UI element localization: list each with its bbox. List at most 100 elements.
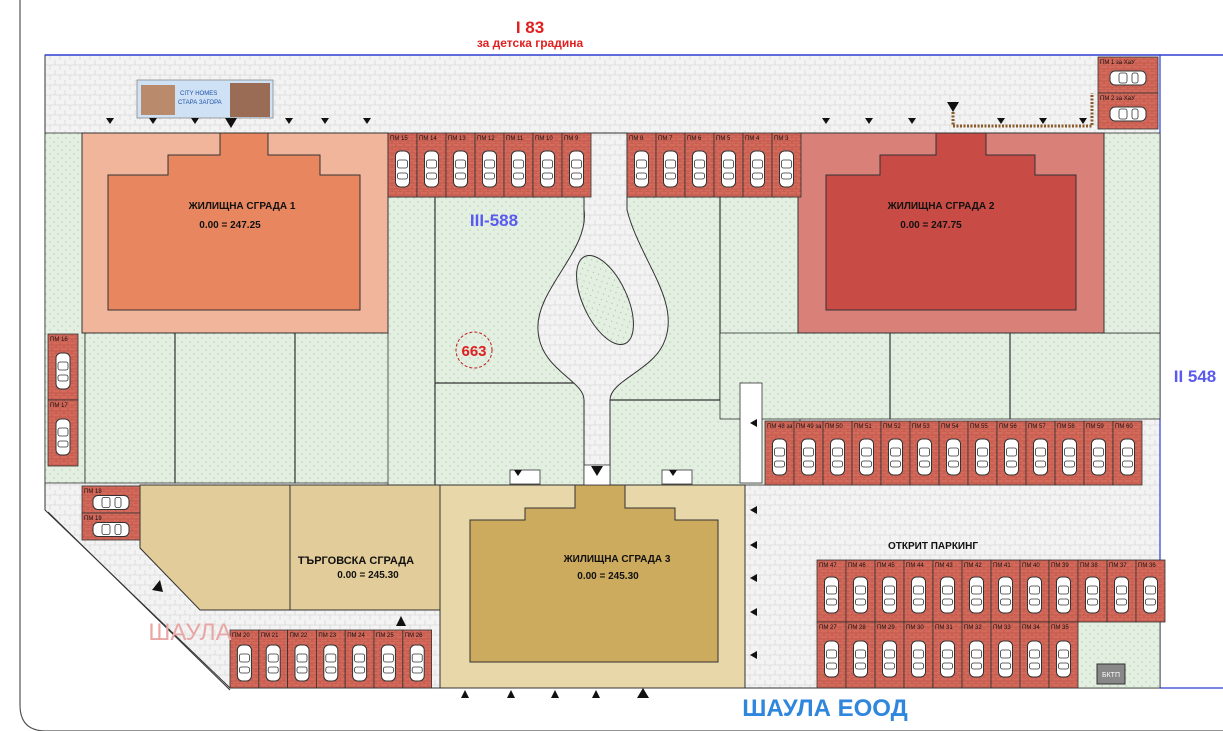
car-icon <box>801 438 816 476</box>
shop-level: 0.00 = 245.30 <box>337 570 399 581</box>
parking-space-label: ПМ 29 <box>877 625 895 631</box>
parking-space-label: ПМ 26 <box>405 633 423 639</box>
car-icon <box>859 438 874 476</box>
parking-space-label: ПМ 19 <box>84 516 102 522</box>
parking-space-label: ПМ 38 <box>1080 563 1098 569</box>
parking-space: ПМ 53 <box>909 420 940 486</box>
car-icon <box>55 352 71 390</box>
car-icon <box>380 644 396 682</box>
parking-space-label: ПМ 48 за <box>767 424 793 430</box>
parking-space-label: ПМ 11 <box>506 136 524 142</box>
parking-space: ПМ 41 <box>990 559 1021 623</box>
car-icon <box>830 438 845 476</box>
parking-space: ПМ 52 <box>880 420 911 486</box>
parking-space: ПМ 38 <box>1077 559 1108 623</box>
car-icon <box>236 644 252 682</box>
parking-space: ПМ 9 <box>561 132 592 198</box>
car-icon <box>409 644 425 682</box>
parking-space-label: ПМ 44 <box>906 563 924 569</box>
parking-space: ПМ 28 <box>845 621 876 689</box>
car-icon <box>882 640 897 678</box>
car-icon <box>1056 640 1071 678</box>
car-icon <box>721 150 736 188</box>
building-1-level: 0.00 = 247.25 <box>199 220 261 231</box>
parking-space-label: ПМ 13 <box>448 136 466 142</box>
parking-space: ПМ 48 за <box>764 420 795 486</box>
parking-space-label: ПМ 27 <box>819 625 837 631</box>
car-icon <box>323 644 339 682</box>
car-icon <box>882 576 897 614</box>
parking-space: ПМ 10 <box>532 132 563 198</box>
car-icon <box>1033 438 1048 476</box>
parking-space: ПМ 50 <box>822 420 853 486</box>
building-2 <box>825 132 1077 311</box>
car-icon <box>663 150 678 188</box>
car-icon <box>853 640 868 678</box>
entrance-arrows <box>106 102 1087 698</box>
company-label: ШАУЛА ЕООД <box>742 695 908 722</box>
parking-space: ПМ 35 <box>1048 621 1079 689</box>
parking-space: ПМ 33 <box>990 621 1021 689</box>
parking-space: ПМ 29 <box>874 621 905 689</box>
parking-space-label: ПМ 51 <box>854 424 872 430</box>
car-icon <box>975 438 990 476</box>
open-parking-label: ОТКРИТ ПАРКИНГ <box>888 541 978 552</box>
green-zone-east <box>719 332 1161 420</box>
car-icon <box>888 438 903 476</box>
plot-id-circle <box>455 331 493 369</box>
east-plot-label: II 548 <box>1174 367 1217 386</box>
car-icon <box>294 644 310 682</box>
car-icon <box>1027 576 1042 614</box>
parking-space-label: ПМ 17 <box>50 403 68 409</box>
car-icon <box>750 150 765 188</box>
car-icon <box>824 640 839 678</box>
car-icon <box>969 576 984 614</box>
parking-space-label: ПМ 12 <box>477 136 495 142</box>
parking-space-label: ПМ 52 <box>883 424 901 430</box>
parking-space-label: ПМ 23 <box>318 633 336 639</box>
car-icon <box>998 640 1013 678</box>
car-icon <box>1109 70 1147 86</box>
car-icon <box>998 576 1013 614</box>
parking-space-label: ПМ 50 <box>825 424 843 430</box>
parking-space-label: ПМ 7 <box>658 136 673 142</box>
parking-space-label: ПМ 41 <box>993 563 1011 569</box>
building-1-name: ЖИЛИЩНА СГРАДА 1 <box>188 201 296 212</box>
parking-space-label: ПМ 30 <box>906 625 924 631</box>
car-icon <box>265 644 281 682</box>
building-1 <box>107 132 361 311</box>
parking-space-label: ПМ 14 <box>419 136 437 142</box>
substation <box>1096 663 1126 685</box>
car-icon <box>1062 438 1077 476</box>
parking-space-label: ПМ 49 за <box>796 424 822 430</box>
building-3-level: 0.00 = 245.30 <box>577 571 639 582</box>
parking-space-label: ПМ 20 <box>232 633 250 639</box>
parking-space: ПМ 14 <box>416 132 447 198</box>
car-icon <box>911 640 926 678</box>
parking-space-label: ПМ 40 <box>1022 563 1040 569</box>
building-2-level: 0.00 = 247.75 <box>900 220 962 231</box>
parking-space: ПМ 15 <box>387 132 418 198</box>
parking-space-label: ПМ 8 <box>629 136 644 142</box>
shop-name: ТЪРГОВСКА СГРАДА <box>298 555 414 567</box>
car-icon <box>424 150 439 188</box>
parking-space-label: ПМ 22 <box>290 633 308 639</box>
parking-space: ПМ 31 <box>932 621 963 689</box>
parking-space: ПМ 46 <box>845 559 876 623</box>
car-icon <box>940 576 955 614</box>
parking-space: ПМ 45 <box>874 559 905 623</box>
parking-space-label: ПМ 5 <box>716 136 731 142</box>
parking-space-label: ПМ 32 <box>964 625 982 631</box>
car-icon <box>772 438 787 476</box>
parking-space-label: ПМ 21 <box>261 633 279 639</box>
center-plot-label: III-588 <box>470 211 518 230</box>
parking-space: ПМ 4 <box>742 132 773 198</box>
parking-space: ПМ 32 <box>961 621 992 689</box>
parking-space: ПМ 34 <box>1019 621 1050 689</box>
parking-space: ПМ 17 <box>47 399 79 467</box>
building-2-name: ЖИЛИЩНА СГРАДА 2 <box>887 201 995 212</box>
north-plot-label: I 83 <box>516 18 544 37</box>
car-icon <box>92 495 130 510</box>
parking-space: ПМ 13 <box>445 132 476 198</box>
